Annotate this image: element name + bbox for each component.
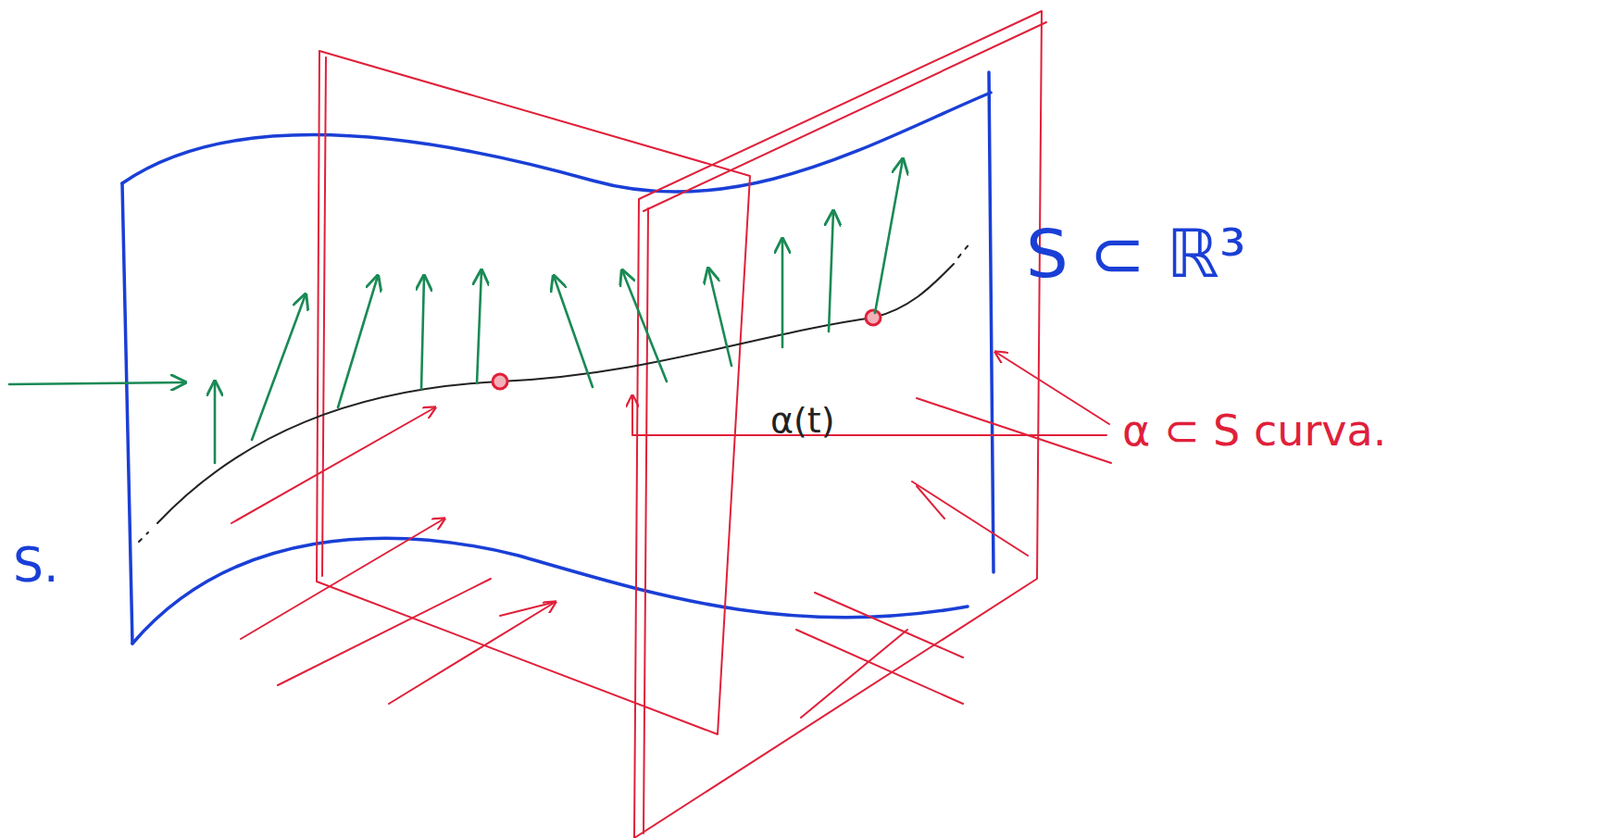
leader-line bbox=[632, 351, 1112, 463]
point-marker bbox=[492, 374, 508, 389]
curve-alpha bbox=[138, 242, 971, 542]
curve-label: α(t) bbox=[770, 400, 836, 441]
normal-planes bbox=[316, 11, 1047, 838]
curve-label: α ⊂ S curva. bbox=[1122, 405, 1387, 456]
surface-label: S ⊂ ℝ³ bbox=[1025, 214, 1247, 293]
surface-outline bbox=[122, 72, 994, 644]
surface-label: S. bbox=[12, 537, 60, 593]
normal-vectors bbox=[9, 159, 903, 463]
point-marker bbox=[865, 310, 881, 325]
hatch-lines bbox=[231, 407, 1028, 718]
